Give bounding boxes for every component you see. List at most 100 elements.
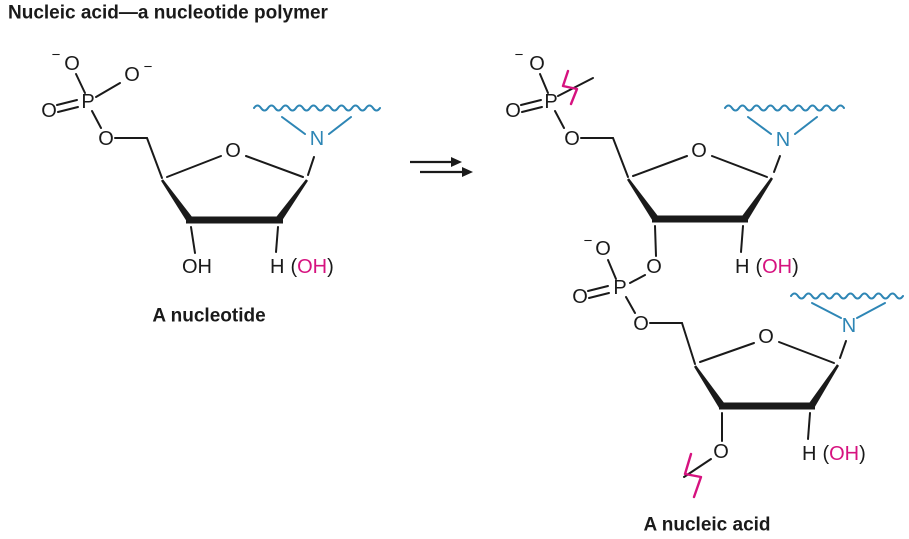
bond-c2-h [275,226,279,253]
paren-open: ( [755,256,762,278]
caption-nucleotide: A nucleotide [152,306,265,327]
bond-c5-c4 [612,137,629,178]
nitrogen-label: N [310,128,324,150]
arrowhead-top-icon [451,157,462,167]
double-bond-line [56,99,78,106]
double-bond-line [520,99,542,106]
bond-c3-olink [654,225,657,257]
bond-chain-continues [557,77,594,97]
nitrogen-label: N [842,315,856,337]
phosphorus-label: P [544,91,557,113]
bond-p-o-ester [91,110,102,129]
ring-oxygen-label: O [225,140,241,162]
bond-c4-oring [632,155,688,177]
paren-open: ( [822,443,829,465]
h-oh-label: H(OH) [735,256,799,278]
oxygen-label: O [124,64,140,86]
oxygen-label: O [529,53,545,75]
wedge-bond-c1-c2 [742,177,773,220]
figure-title: Nucleic acid—a nucleotide polymer [8,3,329,24]
bond-c4-oring [699,342,755,363]
ring-oxygen-label: O [758,326,774,348]
h-oh-label: H (OH) [270,256,334,278]
arrowhead-bottom-icon [462,167,473,177]
charge-minus: − [584,233,593,250]
bond-c2-h [807,412,811,440]
base-attachment-top: N [724,104,845,173]
wedge-bond-c1-c2 [809,364,839,407]
sugar-ring-bottom: O H (OH) O [649,322,866,499]
link-oxygen-label: O [646,256,662,278]
double-bond-line [57,106,79,113]
hydrogen-label: H [802,443,816,465]
h-oh-label: H (OH) [802,443,866,465]
phosphorus-label: P [613,277,626,299]
sugar-ring: O OH H(OH) [114,137,334,278]
paren-close: ) [859,443,866,465]
bond-oring-c1 [778,341,835,364]
oxygen-label: O [64,53,80,75]
bond-c1-n [839,340,847,359]
oxygen-label: O [595,238,611,260]
bond-olink-p [629,274,646,284]
bond-c2-h [740,225,744,253]
wedge-bond-c4-c3 [694,365,725,408]
bond-p-o-top [607,259,617,280]
nitrogen-label: N [776,129,790,151]
oxygen-label: O [564,128,580,150]
bond-p-o-ester [625,296,636,314]
wedge-bond-c4-c3 [627,178,658,220]
hydroxyl-pink-label: OH [297,256,327,278]
base-bond-right [856,302,886,319]
hydroxyl-pink-label: OH [829,443,859,465]
base-bond-left [747,116,772,135]
base-bond-left [811,302,842,319]
nucleic-acid-structure: − O P O O O H(OH) [505,47,904,536]
phosphate-group-top: − O P O O [505,47,594,150]
phosphorus-label: P [81,91,94,113]
bond-p-o-top [539,73,549,94]
bond-oring-c1 [711,155,768,178]
oxygen-label: O [713,441,729,463]
bond-p-o-ester [554,110,565,129]
reaction-arrow [410,157,473,177]
bond-oring-c1 [245,155,304,178]
bond-p-o-right [95,82,121,98]
bond-c5-c4 [681,322,696,365]
base-attachment: N [253,104,381,176]
base-bond-left [281,116,306,135]
double-bond-line [587,285,609,292]
oxygen-label: O [41,100,57,122]
linking-phosphate-group: − O O P O O [572,233,662,336]
base-wavy-line-icon [724,104,845,112]
charge-minus: − [52,47,61,64]
hydrogen-label: H [270,256,284,278]
base-bond-right [328,116,352,135]
paren-close: ) [327,256,334,278]
paren-close: ) [792,256,799,278]
bond-c1-n [773,155,781,173]
phosphate-group: − O O − P O O [41,47,152,151]
chain-break-icon [561,69,579,106]
base-bond-right [794,116,818,135]
charge-minus: − [144,59,153,76]
bond-c1-n [307,156,315,176]
sugar-ring-top: O H(OH) [580,137,799,278]
chain-break-icon [683,452,703,499]
base-wavy-line-icon [790,292,904,300]
base-attachment-bottom: N [790,292,904,359]
paren-open: ( [290,256,297,278]
wedge-bond-c4-c3 [161,179,193,222]
oxygen-label: O [633,313,649,335]
hydroxyl-label: OH [182,256,212,278]
oxygen-label: O [572,286,588,308]
hydroxyl-pink-label: OH [762,256,792,278]
double-bond-line [588,292,610,299]
base-wavy-line-icon [253,104,381,112]
bond-c5-c4 [146,137,163,179]
bond-p-o-top [75,73,86,94]
oxygen-label: O [98,128,114,150]
oxygen-label: O [505,100,521,122]
bond-c4-oring [166,155,222,178]
